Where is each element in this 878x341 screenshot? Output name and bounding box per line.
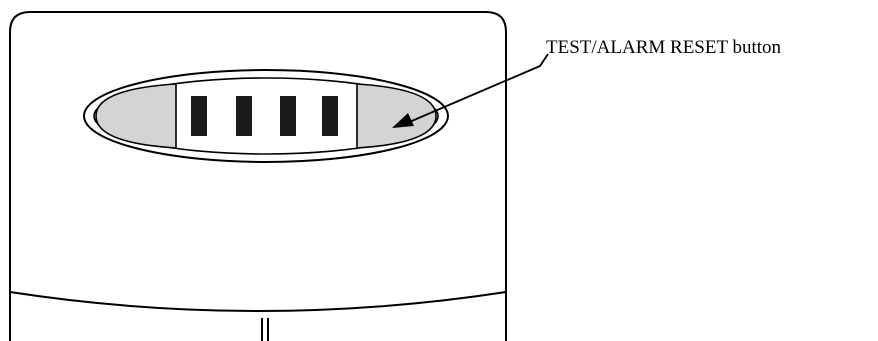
control-panel-inner-oval [93,77,439,155]
callout-label: TEST/ALARM RESET button [546,37,782,58]
indicator-bar [191,96,207,136]
indicator-bar [280,96,296,136]
callout-arrowhead [392,113,414,128]
indicator-bar [322,96,338,136]
callout-leader-line [406,53,549,124]
left-button[interactable] [95,83,177,149]
device-housing [9,11,507,341]
housing-seam-curve [9,291,507,312]
test-alarm-reset-button[interactable] [356,83,437,149]
indicator-bars [191,96,338,136]
indicator-bar [236,96,252,136]
